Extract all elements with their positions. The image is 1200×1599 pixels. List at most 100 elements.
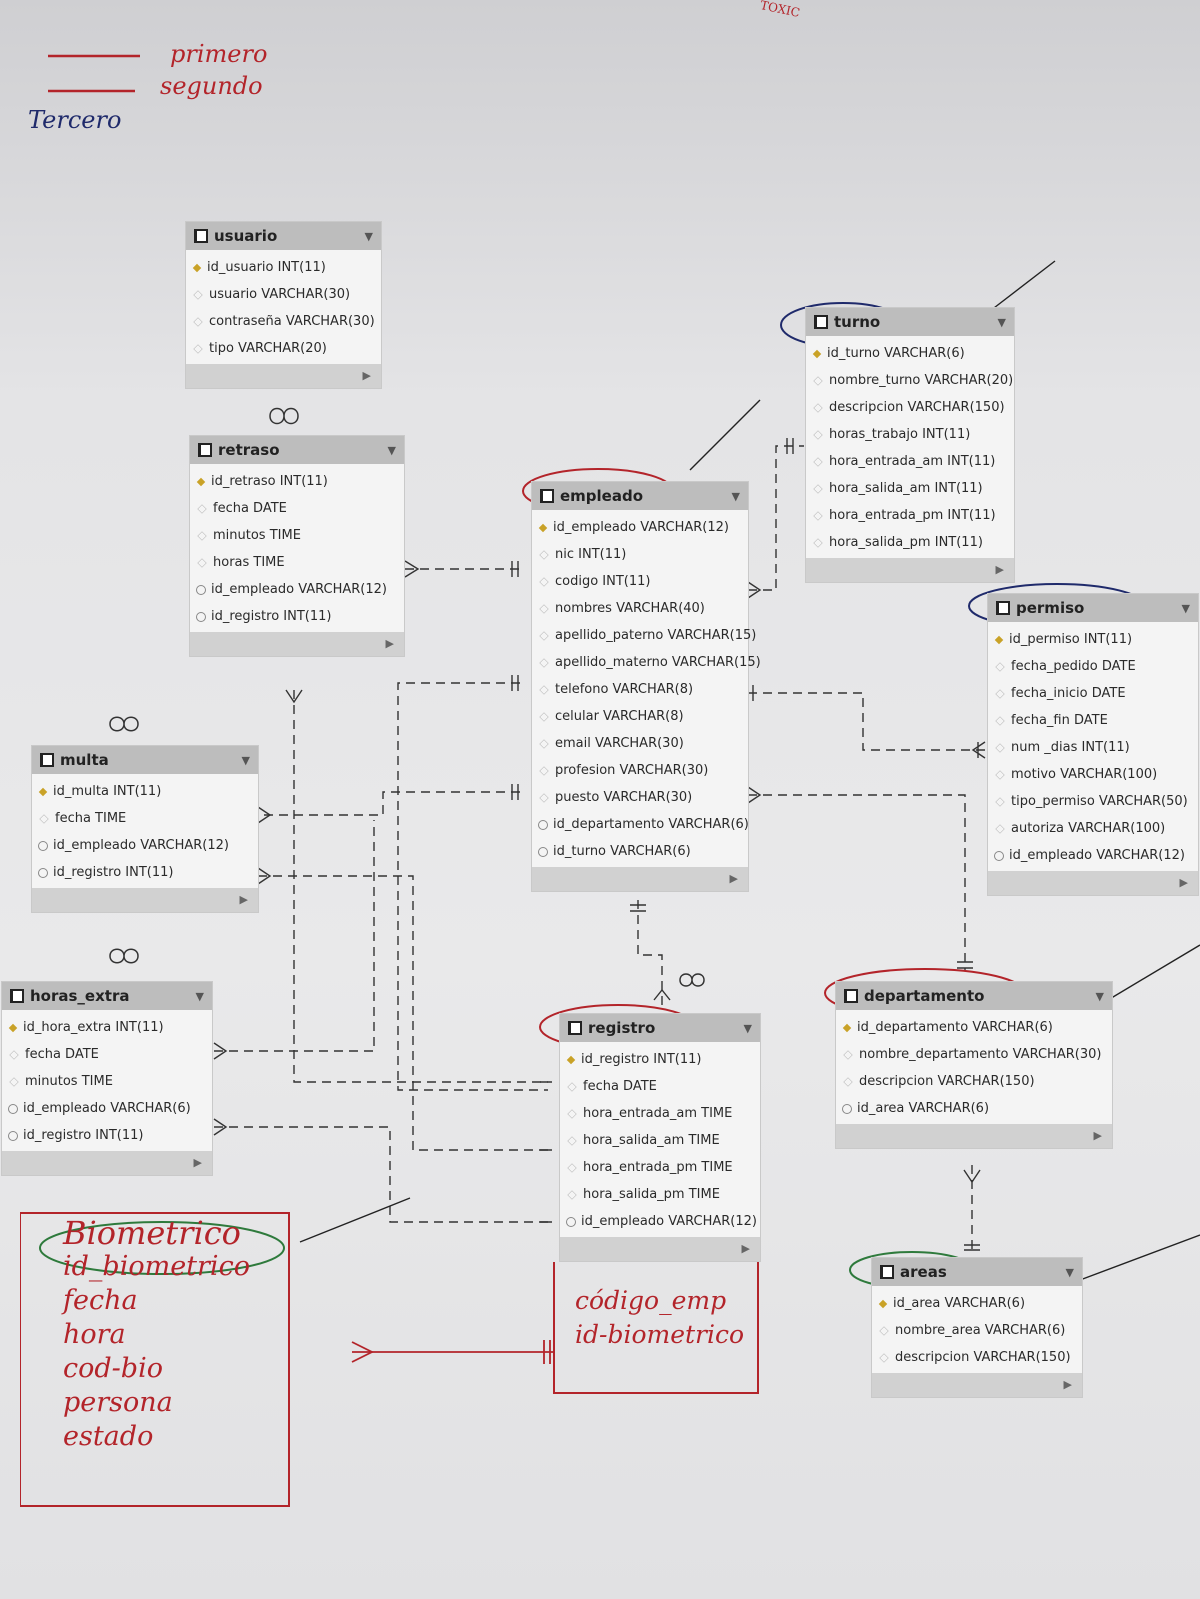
column-row[interactable]: celular VARCHAR(8): [532, 703, 748, 730]
column-row[interactable]: id_area VARCHAR(6): [872, 1290, 1082, 1317]
column-row[interactable]: fecha TIME: [32, 805, 258, 832]
column-row[interactable]: id_empleado VARCHAR(12): [988, 842, 1198, 869]
column-row[interactable]: telefono VARCHAR(8): [532, 676, 748, 703]
column-row[interactable]: minutos TIME: [2, 1068, 212, 1095]
chevron-down-icon[interactable]: ▼: [387, 444, 396, 457]
column-row[interactable]: autoriza VARCHAR(100): [988, 815, 1198, 842]
column-row[interactable]: tipo_permiso VARCHAR(50): [988, 788, 1198, 815]
column-row[interactable]: hora_entrada_pm INT(11): [806, 502, 1014, 529]
expand-arrow-icon[interactable]: ▶: [995, 563, 1004, 576]
column-row[interactable]: id_registro INT(11): [560, 1046, 760, 1073]
table-header[interactable]: empleado▼: [532, 482, 748, 510]
expand-arrow-icon[interactable]: ▶: [385, 637, 394, 650]
column-row[interactable]: fecha_inicio DATE: [988, 680, 1198, 707]
column-row[interactable]: hora_entrada_am INT(11): [806, 448, 1014, 475]
chevron-down-icon[interactable]: ▼: [1065, 1266, 1074, 1279]
column-row[interactable]: fecha DATE: [190, 495, 404, 522]
chevron-down-icon[interactable]: ▼: [1181, 602, 1190, 615]
expand-arrow-icon[interactable]: ▶: [1179, 876, 1188, 889]
column-row[interactable]: nombre_area VARCHAR(6): [872, 1317, 1082, 1344]
column-row[interactable]: id_empleado VARCHAR(12): [190, 576, 404, 603]
table-turno[interactable]: turno▼id_turno VARCHAR(6)nombre_turno VA…: [806, 308, 1014, 582]
column-row[interactable]: id_multa INT(11): [32, 778, 258, 805]
chevron-down-icon[interactable]: ▼: [1095, 990, 1104, 1003]
table-permiso[interactable]: permiso▼ id_permiso INT(11)fecha_pedido D…: [988, 594, 1198, 895]
column-row[interactable]: id_empleado VARCHAR(12): [532, 514, 748, 541]
table-departamento[interactable]: departamento▼ id_departamento VARCHAR(6)n…: [836, 982, 1112, 1148]
column-row[interactable]: id_empleado VARCHAR(12): [560, 1208, 760, 1235]
table-horas-extra[interactable]: horas_extra▼ id_hora_extra INT(11)fecha D…: [2, 982, 212, 1175]
column-row[interactable]: id_usuario INT(11): [186, 254, 381, 281]
column-row[interactable]: hora_entrada_pm TIME: [560, 1154, 760, 1181]
column-row[interactable]: id_departamento VARCHAR(6): [836, 1014, 1112, 1041]
column-row[interactable]: nombres VARCHAR(40): [532, 595, 748, 622]
table-header[interactable]: permiso▼: [988, 594, 1198, 622]
column-row[interactable]: hora_salida_pm TIME: [560, 1181, 760, 1208]
table-header[interactable]: multa▼: [32, 746, 258, 774]
table-usuario[interactable]: usuario▼id_usuario INT(11)usuario VARCHA…: [186, 222, 381, 388]
chevron-down-icon[interactable]: ▼: [743, 1022, 752, 1035]
column-row[interactable]: apellido_paterno VARCHAR(15): [532, 622, 756, 649]
column-row[interactable]: id_turno VARCHAR(6): [532, 838, 748, 865]
column-row[interactable]: motivo VARCHAR(100): [988, 761, 1198, 788]
column-row[interactable]: id_departamento VARCHAR(6): [532, 811, 749, 838]
chevron-down-icon[interactable]: ▼: [195, 990, 204, 1003]
column-row[interactable]: hora_salida_am TIME: [560, 1127, 760, 1154]
column-row[interactable]: id_retraso INT(11): [190, 468, 404, 495]
table-empleado[interactable]: empleado▼ id_empleado VARCHAR(12)nic INT(…: [532, 482, 761, 891]
column-row[interactable]: codigo INT(11): [532, 568, 748, 595]
column-row[interactable]: descripcion VARCHAR(150): [872, 1344, 1082, 1371]
column-row[interactable]: fecha DATE: [560, 1073, 760, 1100]
chevron-down-icon[interactable]: ▼: [997, 316, 1006, 329]
column-row[interactable]: hora_salida_am INT(11): [806, 475, 1014, 502]
expand-arrow-icon[interactable]: ▶: [729, 872, 738, 885]
column-row[interactable]: id_hora_extra INT(11): [2, 1014, 212, 1041]
column-row[interactable]: id_registro INT(11): [32, 859, 258, 886]
column-row[interactable]: apellido_materno VARCHAR(15): [532, 649, 761, 676]
table-header[interactable]: horas_extra▼: [2, 982, 212, 1010]
column-row[interactable]: horas TIME: [190, 549, 404, 576]
column-row[interactable]: fecha_fin DATE: [988, 707, 1198, 734]
chevron-down-icon[interactable]: ▼: [364, 230, 373, 243]
column-row[interactable]: fecha DATE: [2, 1041, 212, 1068]
table-header[interactable]: retraso▼: [190, 436, 404, 464]
column-row[interactable]: id_permiso INT(11): [988, 626, 1198, 653]
expand-arrow-icon[interactable]: ▶: [239, 893, 248, 906]
table-areas[interactable]: areas▼ id_area VARCHAR(6)nombre_area VARC…: [872, 1258, 1082, 1397]
column-row[interactable]: id_area VARCHAR(6): [836, 1095, 1112, 1122]
column-row[interactable]: tipo VARCHAR(20): [186, 335, 381, 362]
table-header[interactable]: registro▼: [560, 1014, 760, 1042]
expand-arrow-icon[interactable]: ▶: [741, 1242, 750, 1255]
column-row[interactable]: id_registro INT(11): [190, 603, 404, 630]
column-row[interactable]: id_empleado VARCHAR(12): [32, 832, 258, 859]
column-row[interactable]: profesion VARCHAR(30): [532, 757, 748, 784]
table-header[interactable]: usuario▼: [186, 222, 381, 250]
table-header[interactable]: areas▼: [872, 1258, 1082, 1286]
column-row[interactable]: id_registro INT(11): [2, 1122, 212, 1149]
column-row[interactable]: puesto VARCHAR(30): [532, 784, 748, 811]
column-row[interactable]: contraseña VARCHAR(30): [186, 308, 381, 335]
column-row[interactable]: nombre_turno VARCHAR(20): [806, 367, 1014, 394]
column-row[interactable]: email VARCHAR(30): [532, 730, 748, 757]
column-row[interactable]: fecha_pedido DATE: [988, 653, 1198, 680]
column-row[interactable]: horas_trabajo INT(11): [806, 421, 1014, 448]
column-row[interactable]: num _dias INT(11): [988, 734, 1198, 761]
column-row[interactable]: hora_salida_pm INT(11): [806, 529, 1014, 556]
chevron-down-icon[interactable]: ▼: [241, 754, 250, 767]
column-row[interactable]: minutos TIME: [190, 522, 404, 549]
column-row[interactable]: hora_entrada_am TIME: [560, 1100, 760, 1127]
expand-arrow-icon[interactable]: ▶: [1063, 1378, 1072, 1391]
column-row[interactable]: nombre_departamento VARCHAR(30): [836, 1041, 1112, 1068]
table-header[interactable]: departamento▼: [836, 982, 1112, 1010]
expand-arrow-icon[interactable]: ▶: [362, 369, 371, 382]
expand-arrow-icon[interactable]: ▶: [193, 1156, 202, 1169]
expand-arrow-icon[interactable]: ▶: [1093, 1129, 1102, 1142]
table-header[interactable]: turno▼: [806, 308, 1014, 336]
chevron-down-icon[interactable]: ▼: [731, 490, 740, 503]
column-row[interactable]: descripcion VARCHAR(150): [806, 394, 1014, 421]
column-row[interactable]: nic INT(11): [532, 541, 748, 568]
column-row[interactable]: id_empleado VARCHAR(6): [2, 1095, 212, 1122]
